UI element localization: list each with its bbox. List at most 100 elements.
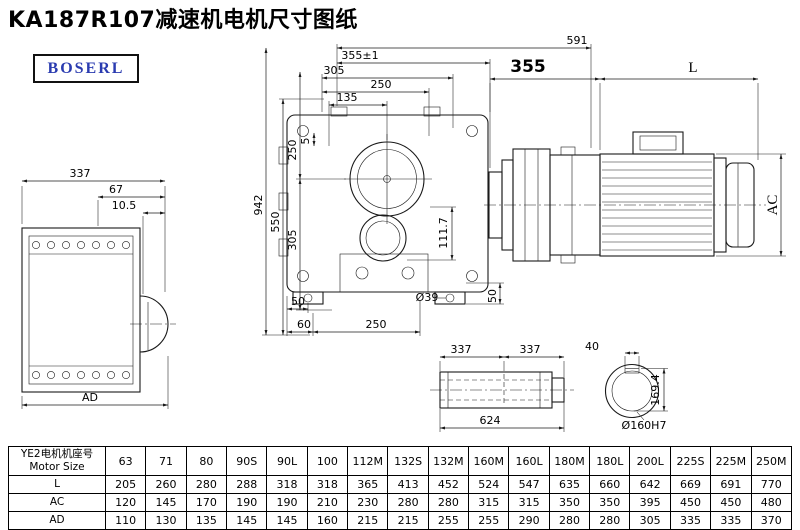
front-view: 591 355±1 305 250 135 942 550 250 305 5 — [252, 34, 592, 336]
size-table-header-en: Motor Size — [29, 461, 85, 473]
col-header-100: 100 — [306, 446, 349, 476]
dim-front-250-left: 250 — [286, 140, 299, 161]
col-header-112M: 112M — [347, 446, 389, 476]
dim-front-942: 942 — [252, 195, 265, 216]
cell-AC-100: 210 — [306, 493, 349, 512]
dim-shaft-169-4: 169.4 — [649, 374, 662, 406]
col-header-71: 71 — [145, 446, 187, 476]
cell-AD-225M: 335 — [710, 511, 752, 530]
col-header-160L: 160L — [508, 446, 550, 476]
cell-AC-200L: 395 — [629, 493, 671, 512]
cell-L-90S: 288 — [226, 475, 268, 494]
cell-L-160M: 524 — [468, 475, 510, 494]
col-header-132S: 132S — [387, 446, 429, 476]
shaft-end-circle — [604, 363, 660, 419]
col-header-160M: 160M — [468, 446, 510, 476]
dim-front-250-top: 250 — [371, 78, 392, 91]
dim-front-305: 305 — [324, 64, 345, 77]
cell-L-180M: 635 — [548, 475, 591, 494]
cell-AD-200L: 305 — [629, 511, 671, 530]
cell-AC-71: 145 — [145, 493, 187, 512]
cell-AC-180M: 350 — [548, 493, 591, 512]
terminal-box — [632, 131, 684, 155]
cell-AC-225M: 450 — [710, 493, 752, 512]
cell-L-250M: 770 — [750, 475, 792, 494]
cell-L-225S: 669 — [669, 475, 712, 494]
side-view-bolt-holes — [32, 241, 130, 379]
size-table-header-cn: YE2电机机座号 — [20, 448, 94, 461]
dim-front-250-bottom: 250 — [366, 318, 387, 331]
side-view: 337 67 10.5 AD — [21, 167, 176, 409]
cell-AD-132M: 255 — [427, 511, 470, 530]
cell-AD-250M: 370 — [750, 511, 792, 530]
cell-L-180L: 660 — [589, 475, 631, 494]
cell-AD-225S: 335 — [669, 511, 712, 530]
dim-front-5: 5 — [299, 138, 312, 145]
dim-shaft-bore-label: Ø160H7 — [622, 419, 667, 432]
dim-motor-355: 355 — [510, 57, 546, 77]
motor-cooling-fins — [602, 161, 712, 251]
brand-logo-text: BOSERL — [47, 59, 125, 77]
dim-front-591: 591 — [567, 34, 588, 47]
cell-L-80: 280 — [185, 475, 228, 494]
col-header-180M: 180M — [548, 446, 591, 476]
front-view-corner-holes — [297, 125, 478, 282]
dim-front-550: 550 — [269, 212, 282, 233]
cell-L-90L: 318 — [266, 475, 308, 494]
cell-AD-90S: 145 — [226, 511, 268, 530]
technical-drawing: 337 67 10.5 AD — [21, 34, 786, 432]
cell-AC-160M: 315 — [468, 493, 510, 512]
dim-front-dia39: Ø39 — [416, 291, 439, 304]
size-table-corner-cell: YE2电机机座号 Motor Size — [8, 446, 106, 476]
cell-AC-63: 120 — [104, 493, 147, 512]
mounting-foot-right — [434, 291, 466, 305]
side-view-shaft-hub — [139, 295, 169, 353]
cell-AC-90L: 190 — [266, 493, 308, 512]
cell-AC-180L: 350 — [589, 493, 631, 512]
cell-AD-180L: 280 — [589, 511, 631, 530]
dim-shaft-624: 624 — [480, 414, 501, 427]
dim-front-60: 60 — [297, 318, 311, 331]
dim-side-10-5: 10.5 — [112, 199, 137, 212]
cell-AC-90S: 190 — [226, 493, 268, 512]
cell-AD-132S: 215 — [387, 511, 429, 530]
dim-side-AD: AD — [82, 391, 98, 404]
shaft-detail-view: 337 337 624 40 169.4 Ø160H7 — [430, 340, 668, 432]
side-view-outline — [21, 227, 141, 393]
cell-AC-80: 170 — [185, 493, 228, 512]
dim-front-50-right: 50 — [486, 289, 499, 303]
motor-body — [599, 153, 715, 257]
brand-logo: BOSERL — [33, 54, 139, 83]
dim-shaft-337b: 337 — [520, 343, 541, 356]
cell-AD-100: 160 — [306, 511, 349, 530]
cell-AD-80: 135 — [185, 511, 228, 530]
cell-L-63: 205 — [104, 475, 147, 494]
col-header-90L: 90L — [266, 446, 308, 476]
cell-AC-132M: 280 — [427, 493, 470, 512]
dim-front-111-7: 111.7 — [437, 217, 450, 249]
col-header-225S: 225S — [669, 446, 712, 476]
dim-side-337: 337 — [70, 167, 91, 180]
cell-AD-112M: 215 — [347, 511, 389, 530]
cell-AD-90L: 145 — [266, 511, 308, 530]
cell-L-71: 260 — [145, 475, 187, 494]
dim-side-67: 67 — [109, 183, 123, 196]
col-header-132M: 132M — [427, 446, 470, 476]
cell-L-132S: 413 — [387, 475, 429, 494]
col-header-225M: 225M — [710, 446, 752, 476]
cell-L-200L: 642 — [629, 475, 671, 494]
col-header-90S: 90S — [226, 446, 268, 476]
col-header-63: 63 — [104, 446, 147, 476]
dim-motor-L: L — [688, 60, 697, 76]
dim-shaft-337a: 337 — [451, 343, 472, 356]
cell-AC-160L: 315 — [508, 493, 550, 512]
secondary-bore-circle — [359, 214, 407, 262]
col-header-180L: 180L — [589, 446, 631, 476]
